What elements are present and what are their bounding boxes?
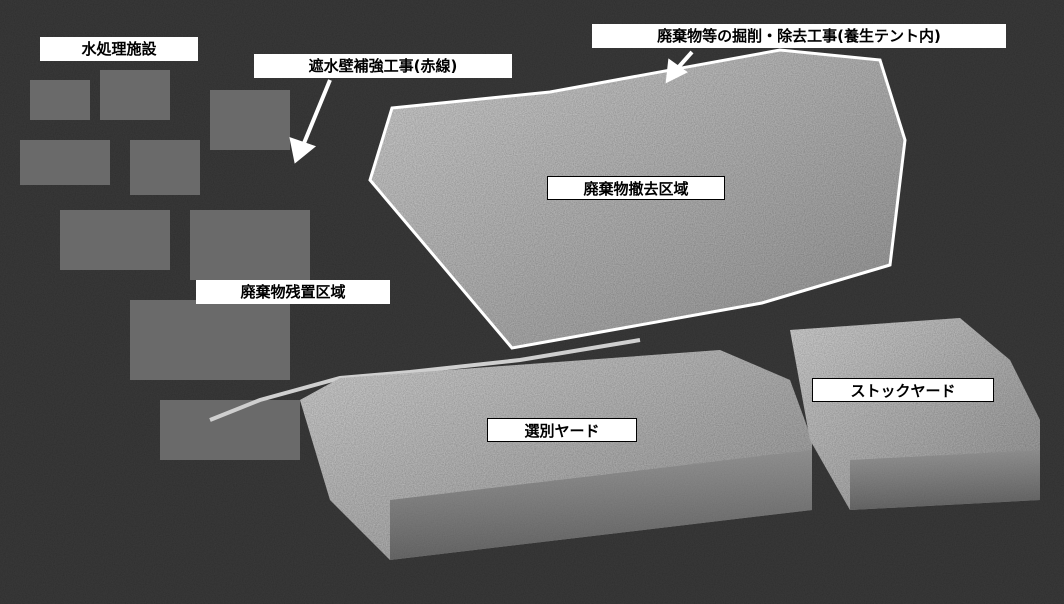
label-remaining-area: 廃棄物残置区域: [196, 280, 390, 304]
label-water-treatment: 水処理施設: [40, 37, 198, 61]
label-excavation-work: 廃棄物等の掘削・除去工事(養生テント内): [592, 24, 1006, 48]
label-stock-yard: ストックヤード: [812, 378, 994, 402]
label-sorting-yard: 選別ヤード: [487, 418, 637, 442]
excavation-arrow: [665, 50, 694, 84]
sorting-yard-side: [390, 450, 812, 560]
seawall-line: [209, 338, 641, 422]
stock-yard-side: [850, 450, 1040, 510]
label-removal-area: 廃棄物撤去区域: [547, 176, 725, 200]
water-treatment-buildings: [20, 70, 310, 460]
label-seawall-work: 遮水壁補強工事(赤線): [254, 54, 512, 78]
seawall-arrow: [289, 79, 332, 164]
removal-area-outline: [368, 48, 907, 350]
